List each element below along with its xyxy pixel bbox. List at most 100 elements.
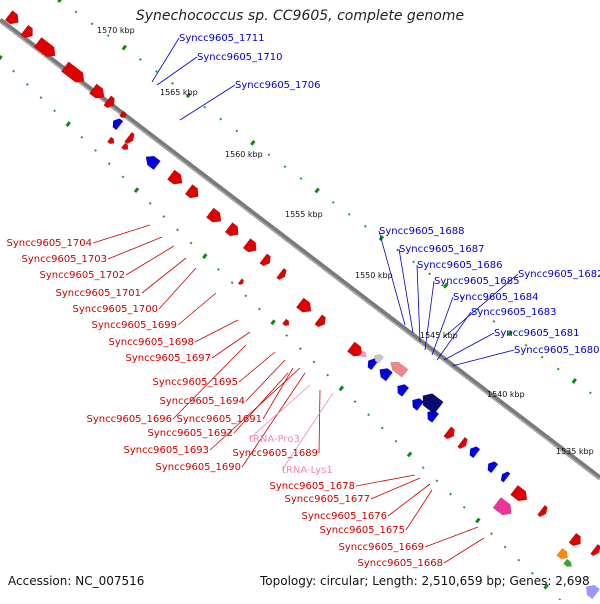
leader-line [212,332,250,358]
scale-tick [219,118,222,121]
scale-tick [332,201,335,204]
gene-label-syncc9605_1668: Syncc9605_1668 [358,558,444,569]
reverse-gene-arrow [488,462,498,473]
gene-label-syncc9605_1695: Syncc9605_1695 [153,377,239,388]
gene-label-syncc9605_1706: Syncc9605_1706 [235,80,321,91]
forward-gene-arrow [34,37,55,56]
scale-tick [26,83,29,86]
scale-tick [155,70,158,73]
scale-tick [381,427,384,430]
scale-tick [244,294,247,297]
forward-gene-arrow [125,132,135,144]
gene-label-trna-lys1: tRNA-Lys1 [282,465,333,476]
pseudo-gene-arrow [391,362,408,377]
scale-tick [40,96,43,99]
forward-gene-arrow [225,223,238,237]
scale-tick [12,70,15,73]
reverse-gene-arrow [470,447,480,458]
forward-gene-arrow-small [238,279,243,285]
gene-label-syncc9605_1687: Syncc9605_1687 [399,244,485,255]
reverse-gene-arrow [413,398,424,410]
scale-tick [53,109,56,112]
scale-tick [94,149,97,152]
gene-label-syncc9605_1680: Syncc9605_1680 [514,345,600,356]
scale-tick [134,187,139,193]
leader-line [108,237,162,259]
map-title: Synechococcus sp. CC9605, complete genom… [0,8,600,24]
forward-gene-arrow [21,25,33,38]
scale-tick [190,242,193,245]
gene-label-syncc9605_1700: Syncc9605_1700 [73,304,159,315]
scale-tick [449,493,452,496]
leader-line [246,360,285,401]
scale-tick [217,268,220,271]
scale-tick [314,188,319,194]
forward-gene-arrow [89,84,104,98]
forward-gene-arrow [591,544,600,556]
accession-text: Accession: NC_007516 [8,574,144,588]
scale-tick [490,532,493,535]
gene-label-syncc9605_1704: Syncc9605_1704 [7,238,93,249]
gene-label-trna-pro3: tRNA-Pro3 [249,434,300,445]
scale-tick [121,176,124,179]
gene-label-syncc9605_1689: Syncc9605_1689 [233,448,319,459]
gene-label-syncc9605_1701: Syncc9605_1701 [56,288,142,299]
scale-tick [231,281,234,284]
scale-tick [475,518,480,524]
gene-label-syncc9605_1711: Syncc9605_1711 [179,33,265,44]
gene-label-syncc9605_1694: Syncc9605_1694 [160,396,246,407]
scale-tick [176,228,179,231]
gene-label-syncc9605_1699: Syncc9605_1699 [92,320,178,331]
gene-label-syncc9605_1676: Syncc9605_1676 [302,511,388,522]
gene-label-syncc9605_1703: Syncc9605_1703 [22,254,108,265]
leader-line [142,258,186,293]
gene-label-syncc9605_1682: Syncc9605_1682 [518,269,600,280]
leader-line [152,38,179,82]
scale-tick [407,452,412,458]
forward-gene-arrow [458,437,468,449]
scale-tick [258,308,261,311]
forward-gene-arrow [206,208,221,222]
scale-tick [557,368,560,371]
scale-label: 1555 kbp [285,210,323,219]
leader-line [319,390,320,453]
scale-tick [463,506,466,509]
forward-gene-arrow [167,170,182,184]
gene-label-syncc9605_1688: Syncc9605_1688 [379,226,465,237]
scale-tick [435,479,438,482]
feature-orange [557,548,568,559]
gene-label-syncc9605_1683: Syncc9605_1683 [471,307,557,318]
forward-gene-arrow-small [282,319,289,326]
scale-tick [412,260,415,263]
leader-line [195,320,238,342]
forward-gene-arrow [511,485,527,501]
leader-line [425,527,478,547]
leader-line [178,293,216,325]
scale-tick [66,121,71,127]
scale-tick [202,253,207,259]
scale-label: 1540 kbp [487,390,525,399]
leader-line [249,385,310,439]
scale-tick [235,130,238,133]
gene-label-syncc9605_1684: Syncc9605_1684 [453,292,539,303]
gene-label-syncc9605_1690: Syncc9605_1690 [156,462,242,473]
scale-tick [171,82,174,85]
scale-tick [300,177,303,180]
forward-gene-arrow [315,315,326,327]
scale-tick [493,320,496,323]
reverse-gene-arrow [398,384,409,396]
leader-line [432,297,453,355]
scale-tick [589,391,592,394]
feature-green [564,559,572,566]
leader-line [444,538,484,563]
forward-gene-arrow [260,254,271,266]
forward-gene-arrow [444,427,455,439]
gene-label-syncc9605_1675: Syncc9605_1675 [320,525,406,536]
scale-label: 1535 kbp [556,447,594,456]
gene-label-syncc9605_1685: Syncc9605_1685 [434,276,520,287]
topology-text: Topology: circular; Length: 2,510,659 bp… [260,574,590,588]
scale-tick [422,466,425,469]
scale-tick [270,319,275,325]
leader-line [159,268,196,309]
leader-line [452,350,514,366]
